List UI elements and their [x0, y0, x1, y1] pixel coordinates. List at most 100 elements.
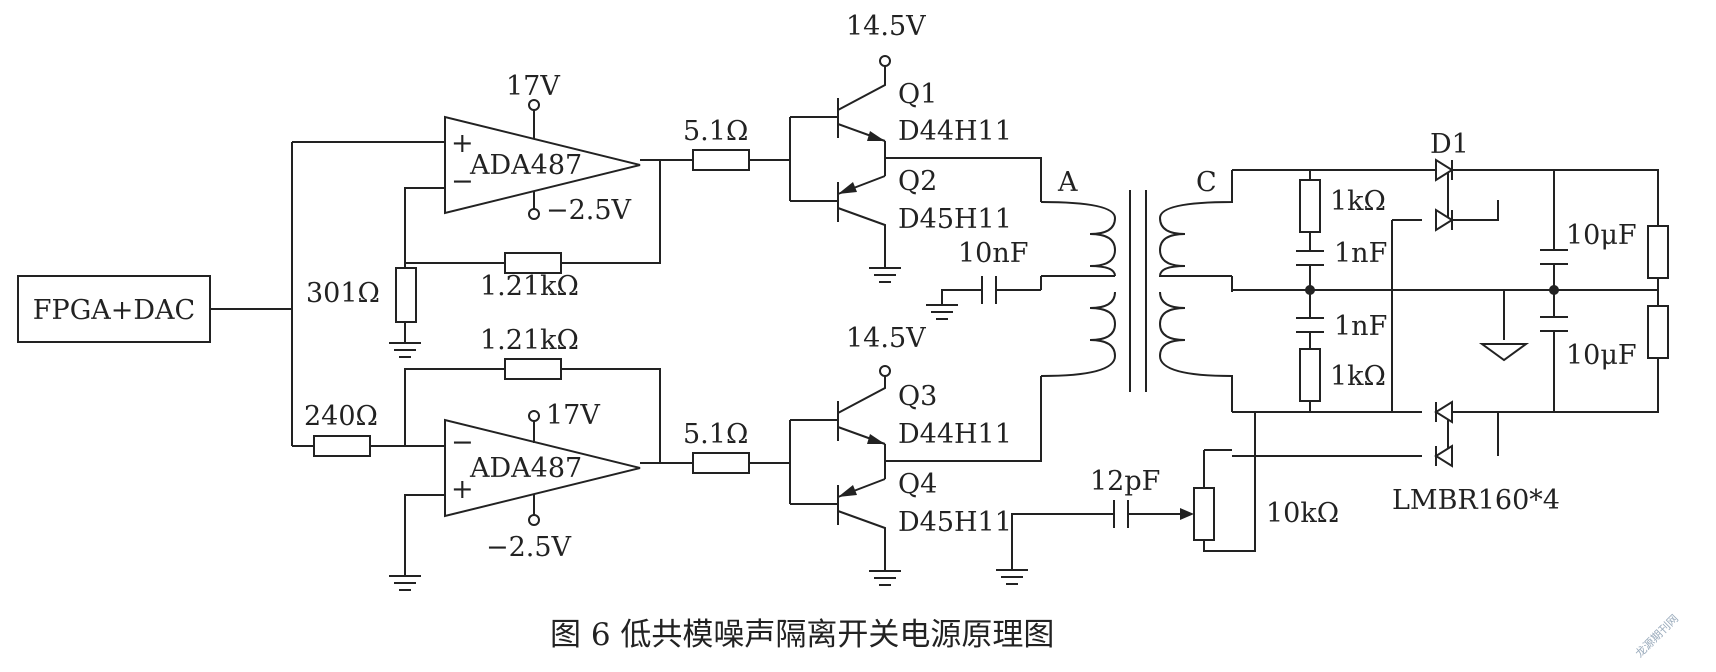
- gnd-12p: [996, 569, 1028, 585]
- comp-network-wire: [1011, 412, 1256, 570]
- c10n-label: 10nF: [958, 238, 1028, 269]
- gnd-c10n: [926, 304, 958, 320]
- output-rails: [1490, 169, 1659, 413]
- diode-d4-body: [1434, 444, 1453, 468]
- r10k-label: 10kΩ: [1266, 498, 1339, 529]
- resistor-301: [395, 267, 417, 323]
- c1n-top-label: 1nF: [1334, 238, 1387, 269]
- v17-top-label: 17V: [506, 71, 560, 102]
- node-c-label: C: [1196, 167, 1217, 198]
- q4-emitter-arrow: [838, 485, 857, 497]
- q3-transistor: [837, 375, 886, 445]
- opamp-lower-minus: −: [451, 427, 474, 458]
- junction-dot-1: [1305, 285, 1315, 295]
- vneg-terminal-lower: [528, 514, 540, 526]
- gnd-opamp-lower-wire: [389, 494, 445, 591]
- q2-emitter-arrow: [838, 182, 857, 194]
- resistor-1-21k-bot: [504, 358, 562, 380]
- resistor-1k-top: [1299, 179, 1321, 233]
- opamp-upper-label: ADA487: [469, 150, 582, 181]
- gnd-301-wire: [389, 322, 421, 358]
- secondary-center-wire: [1231, 276, 1658, 292]
- resistor-240: [313, 435, 371, 457]
- lower-emitter-node: [884, 376, 1042, 479]
- potentiometer-10k: [1193, 487, 1215, 541]
- diode-part-label: LMBR160*4: [1392, 485, 1560, 516]
- secondary-lower-winding: [1158, 291, 1233, 412]
- vcc-top-label: 14.5V: [846, 11, 926, 42]
- q3-part-label: D44H11: [898, 419, 1012, 450]
- opamp-lower: [444, 418, 641, 518]
- resistor-5-1-top: [692, 149, 750, 171]
- vpos-terminal-lower: [528, 410, 540, 422]
- r51-top-label: 5.1Ω: [683, 116, 748, 147]
- primary-lower-winding: [1040, 291, 1117, 377]
- opamp-upper-minus: −: [451, 166, 474, 197]
- diode-d1-top-body: [1435, 158, 1454, 182]
- r1k-bot-label: 1kΩ: [1330, 361, 1386, 392]
- q3-label: Q3: [898, 381, 937, 412]
- q3-emitter-arrow: [867, 434, 885, 444]
- resistor-1-21k-top: [504, 252, 562, 274]
- upper-base-wire: [749, 116, 838, 202]
- r1k-top-label: 1kΩ: [1330, 186, 1386, 217]
- resistor-5-1-bot: [692, 452, 750, 474]
- resistor-1k-bot: [1299, 348, 1321, 402]
- vneg-top-label: −2.5V: [546, 195, 632, 226]
- r240-label: 240Ω: [304, 401, 378, 432]
- output-ground-symbol: [1478, 343, 1530, 362]
- c10u-top-capacitor: [1540, 249, 1568, 265]
- vneg-terminal: [528, 208, 540, 220]
- q1-emitter-arrow: [867, 131, 885, 141]
- input-wire: [210, 141, 445, 447]
- vcc-top-terminal: [879, 55, 891, 67]
- c10u-top-label: 10μF: [1566, 220, 1637, 251]
- q4-part-label: D45H11: [898, 507, 1012, 538]
- opamp-lower-label: ADA487: [469, 453, 582, 484]
- load-resistor-bot: [1647, 305, 1669, 359]
- watermark: 龙源期刊网: [1632, 611, 1681, 660]
- diode-d2-body: [1435, 208, 1454, 232]
- figure-caption: 图 6 低共模噪声隔离开关电源原理图: [550, 617, 1054, 653]
- transformer-core: [1129, 190, 1147, 392]
- vpos-terminal: [528, 99, 540, 111]
- q1-transistor: [837, 65, 886, 142]
- c1n-top-capacitor: [1296, 250, 1324, 266]
- c10u-bot-capacitor: [1540, 316, 1568, 332]
- vcc-bot-label: 14.5V: [846, 323, 926, 354]
- gnd-q2: [869, 267, 901, 283]
- q4-label: Q4: [898, 469, 937, 500]
- upper-feedback-wire: [404, 159, 693, 268]
- potentiometer-wiper: [1180, 508, 1194, 520]
- r121-bot-label: 1.21kΩ: [480, 325, 579, 356]
- q2-label: Q2: [898, 166, 937, 197]
- lower-feedback-wire: [370, 368, 693, 464]
- q1-label: Q1: [898, 79, 937, 110]
- secondary-upper-winding: [1158, 170, 1233, 277]
- d1-label: D1: [1430, 129, 1469, 160]
- load-resistor-top: [1647, 225, 1669, 279]
- junction-dot-2: [1549, 285, 1559, 295]
- r51-bot-label: 5.1Ω: [683, 419, 748, 450]
- opamp-lower-plus: +: [451, 474, 474, 505]
- vneg-bot-label: −2.5V: [486, 532, 572, 563]
- c1n-bot-label: 1nF: [1334, 311, 1387, 342]
- v17-bot-label: 17V: [546, 400, 600, 431]
- c10u-bot-label: 10μF: [1566, 340, 1637, 371]
- r301-label: 301Ω: [306, 278, 380, 309]
- gnd-q4: [869, 570, 901, 586]
- fpga-dac-label: FPGA+DAC: [33, 295, 195, 326]
- opamp-upper: [444, 115, 641, 215]
- r121-top-label: 1.21kΩ: [480, 271, 579, 302]
- c12p-label: 12pF: [1090, 466, 1160, 497]
- q2-part-label: D45H11: [898, 204, 1012, 235]
- primary-center-tap: [1040, 275, 1115, 290]
- lower-base-wire: [749, 419, 838, 505]
- c10n-wire: [941, 289, 1041, 305]
- vcc-bot-terminal: [879, 365, 891, 377]
- primary-upper-winding: [1040, 201, 1117, 277]
- node-a-label: A: [1057, 167, 1078, 198]
- diode-d3-body: [1434, 400, 1453, 424]
- upper-emitter-node: [884, 141, 1042, 202]
